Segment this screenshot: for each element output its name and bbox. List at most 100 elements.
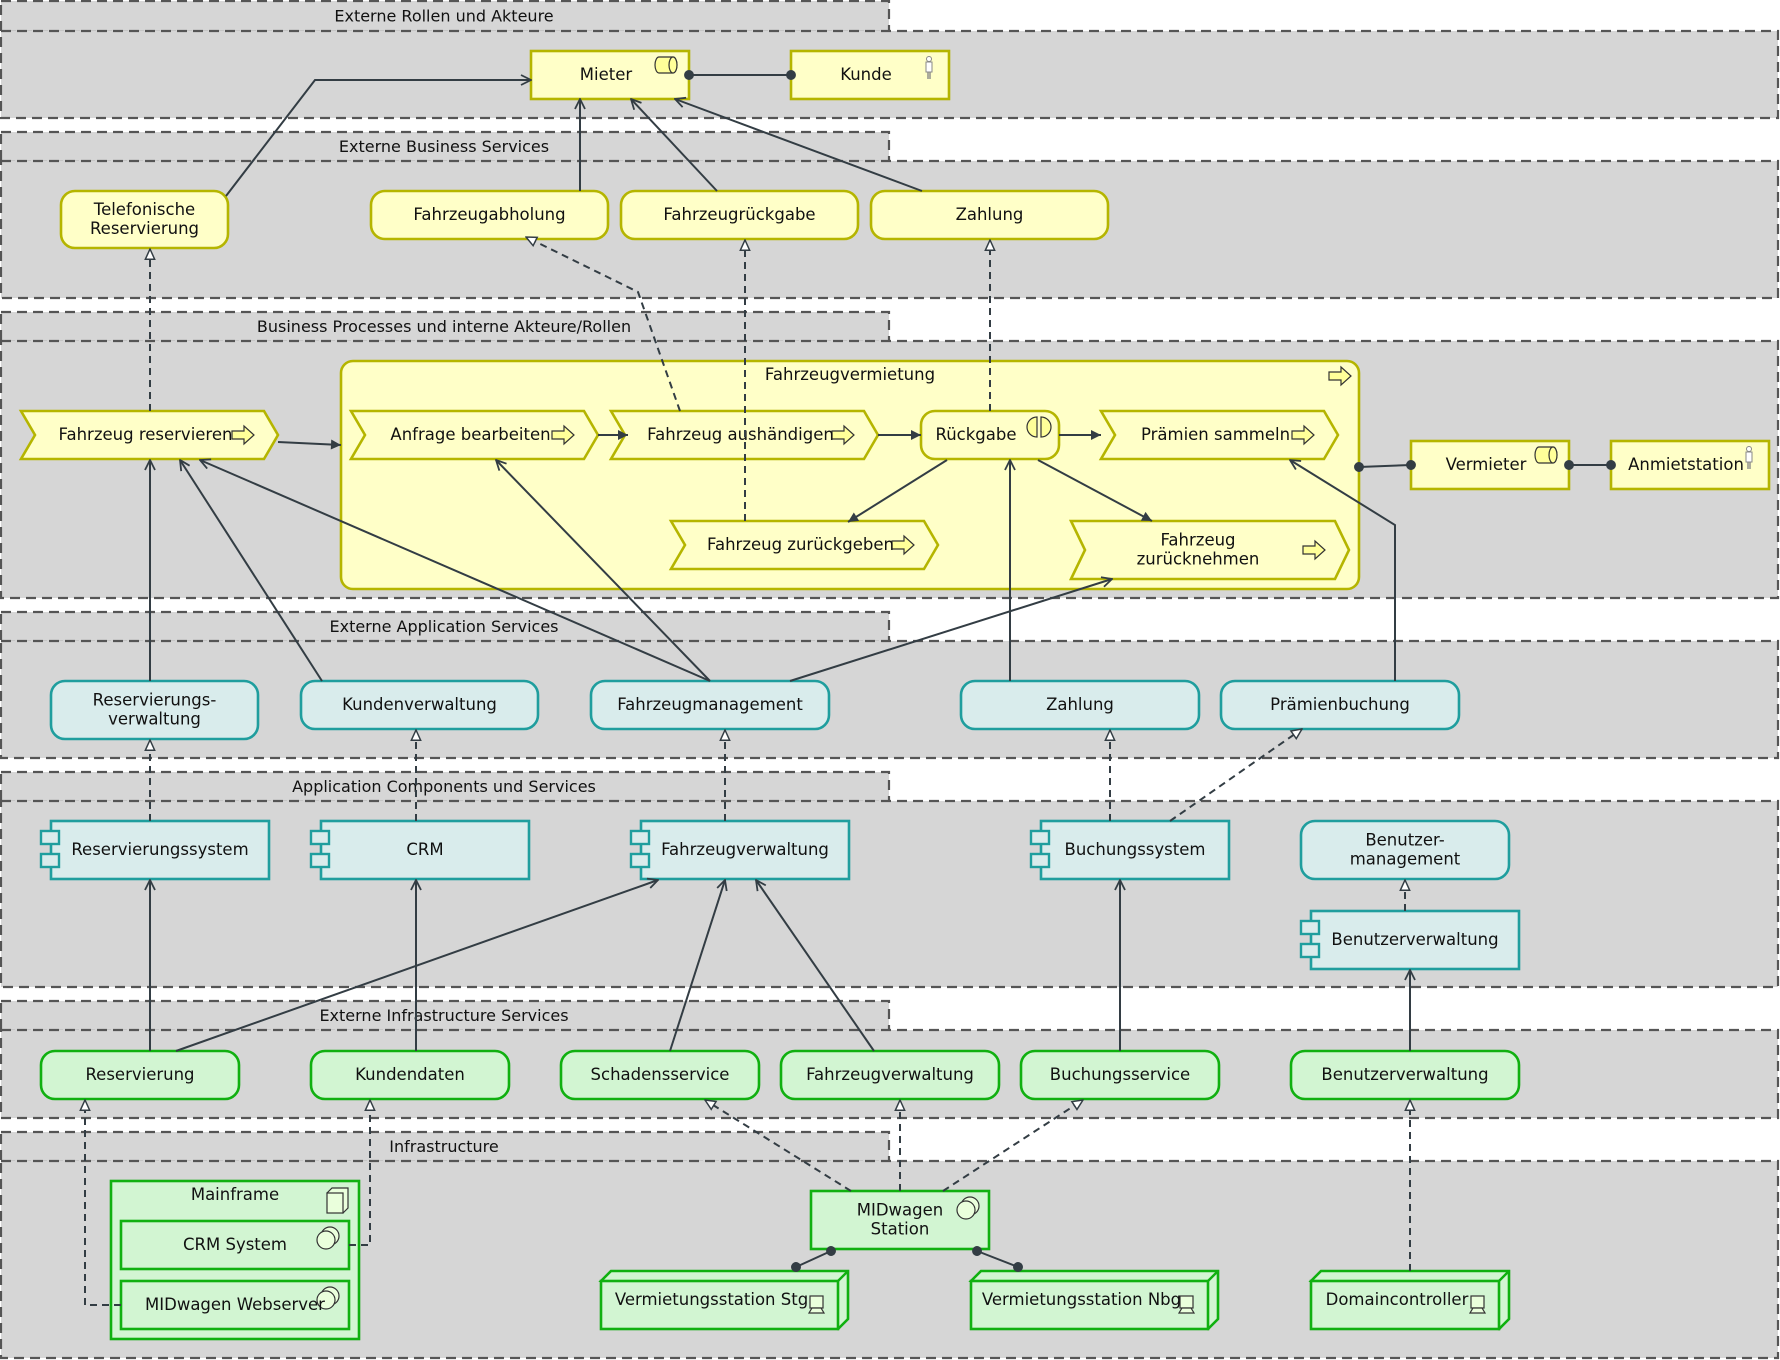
- node-fahrzeugmanagement[interactable]: Fahrzeugmanagement: [589, 679, 831, 731]
- relation-triggering-rueckgabe-to-fahrzeug-zuruecknehmen[interactable]: [1037, 459, 1153, 522]
- relation-realization-midwagen-station-to-schadensservice[interactable]: [705, 1100, 852, 1192]
- relation-triggering-fahrzeug-reservieren-to-fahrzeugvermietung[interactable]: [277, 439, 342, 450]
- node-label: Buchungssystem: [1065, 840, 1206, 859]
- node-benutzerverwaltung-infra[interactable]: Benutzerverwaltung: [1289, 1049, 1521, 1101]
- node-label: Mainframe: [191, 1185, 279, 1204]
- relation-used-by-fahrzeugmanagement-to-fahrzeug-zuruecknehmen[interactable]: [789, 579, 1112, 682]
- node-zahlung-biz[interactable]: Zahlung: [869, 189, 1110, 241]
- interaction-icon: [1026, 416, 1052, 438]
- node-label: Prämien sammeln: [1141, 425, 1290, 444]
- process-arrow-icon: [1291, 424, 1315, 446]
- node-reservierungsverwaltung[interactable]: Reservierungs-verwaltung: [49, 679, 260, 741]
- node-label: Vermieter: [1446, 455, 1527, 474]
- node-rueckgabe[interactable]: Rückgabe: [919, 409, 1061, 461]
- node-fahrzeugrueckgabe[interactable]: Fahrzeugrückgabe: [619, 189, 860, 241]
- process-arrow-icon: [231, 424, 255, 446]
- device-computer-icon: [1468, 1295, 1487, 1314]
- node-crm-system[interactable]: CRM System: [119, 1219, 351, 1271]
- node-shape: [369, 189, 610, 241]
- node-shape: [1098, 409, 1340, 461]
- relation-used-by-kundenverwaltung-to-fahrzeug-reservieren[interactable]: [180, 460, 323, 682]
- node-shape: [1309, 1279, 1501, 1331]
- node-label: Vermietungsstation Nbg: [982, 1290, 1181, 1309]
- relation-assignment-midwagen-station-to-vermietungsstation-stg[interactable]: [791, 1246, 836, 1272]
- node-shape: [18, 409, 280, 461]
- node-vermieter[interactable]: Vermieter: [1409, 439, 1571, 491]
- system-software-icon: [316, 1226, 340, 1250]
- relation-assignment-midwagen-station-to-vermietungsstation-nbg[interactable]: [972, 1246, 1023, 1272]
- node-reservierungssystem[interactable]: Reservierungssystem: [39, 819, 271, 881]
- node-label: Benutzerverwaltung: [1331, 930, 1498, 949]
- relation-used-by-schadensservice-to-fahrzeugverwaltung-app[interactable]: [669, 880, 725, 1052]
- node-kundenverwaltung[interactable]: Kundenverwaltung: [299, 679, 540, 731]
- node-praemienbuchung[interactable]: Prämienbuchung: [1219, 679, 1461, 731]
- node-label: Benutzer-management: [1350, 830, 1461, 868]
- node-label: Benutzerverwaltung: [1321, 1065, 1488, 1084]
- relation-used-by-fahrzeugmanagement-to-fahrzeug-reservieren[interactable]: [200, 460, 711, 682]
- node-midwagen-webserver[interactable]: MIDwagen Webserver: [119, 1279, 351, 1331]
- node-buchungssystem[interactable]: Buchungssystem: [1029, 819, 1231, 881]
- node-kundendaten[interactable]: Kundendaten: [309, 1049, 511, 1101]
- node-shape: [779, 1049, 1001, 1101]
- relation-realization-midwagen-webserver-to-reservierung-infra[interactable]: [85, 1100, 121, 1306]
- node-label: Reservierung: [85, 1065, 194, 1084]
- node-buchungsservice[interactable]: Buchungsservice: [1019, 1049, 1221, 1101]
- layer-title: Externe Infrastructure Services: [319, 1006, 568, 1025]
- node-kunde[interactable]: Kunde: [789, 49, 951, 101]
- node-benutzerverwaltung-app[interactable]: Benutzerverwaltung: [1299, 909, 1521, 971]
- relation-used-by-fahrzeugrueckgabe-to-mieter[interactable]: [631, 99, 718, 192]
- relation-used-by-tel-reservierung-to-mieter[interactable]: [225, 80, 531, 197]
- node-label: Domaincontroller: [1326, 1290, 1469, 1309]
- node-anmietstation[interactable]: Anmietstation: [1609, 439, 1771, 491]
- node-fahrzeugverwaltung-app[interactable]: Fahrzeugverwaltung: [629, 819, 851, 881]
- node-praemien-sammeln[interactable]: Prämien sammeln: [1098, 409, 1340, 461]
- node-schadensservice[interactable]: Schadensservice: [559, 1049, 761, 1101]
- relation-realization-midwagen-station-to-buchungsservice[interactable]: [942, 1100, 1083, 1192]
- node-fahrzeug-zurueckgeben[interactable]: Fahrzeug zurückgeben: [668, 519, 940, 571]
- relation-used-by-zahlung-biz-to-mieter[interactable]: [675, 99, 923, 192]
- component-icon: [629, 829, 651, 869]
- node-label: Fahrzeug zurückgeben: [707, 535, 894, 554]
- node-shape: [559, 1049, 761, 1101]
- node-domaincontroller[interactable]: Domaincontroller: [1308, 1269, 1511, 1331]
- node-label: Reservierungssystem: [71, 840, 248, 859]
- node-vermietungsstation-nbg[interactable]: Vermietungsstation Nbg: [968, 1269, 1220, 1331]
- node-label: Fahrzeug reservieren: [59, 425, 233, 444]
- node-zahlung-app[interactable]: Zahlung: [959, 679, 1201, 731]
- node-fahrzeugverwaltung-infra[interactable]: Fahrzeugverwaltung: [779, 1049, 1001, 1101]
- component-icon: [1029, 829, 1051, 869]
- node-fahrzeugabholung[interactable]: Fahrzeugabholung: [369, 189, 610, 241]
- relation-used-by-fahrzeugmanagement-to-anfrage-bearbeiten[interactable]: [496, 460, 711, 682]
- node-label: Schadensservice: [591, 1065, 730, 1084]
- system-software-icon: [956, 1196, 980, 1220]
- relation-realization-buchungssystem-to-praemienbuchung[interactable]: [1169, 729, 1302, 822]
- relation-realization-fahrzeug-aushaendigen-to-fahrzeugabholung[interactable]: [526, 236, 681, 412]
- actor-figure-icon: [925, 56, 933, 79]
- relation-realization-crm-system-to-kundendaten[interactable]: [349, 1100, 370, 1246]
- node-reservierung-infra[interactable]: Reservierung: [39, 1049, 241, 1101]
- node-label: Fahrzeug aushändigen: [647, 425, 834, 444]
- device-computer-icon: [807, 1295, 826, 1314]
- node-mieter[interactable]: Mieter: [529, 49, 691, 101]
- node-shape: [1299, 819, 1511, 881]
- node-crm[interactable]: CRM: [309, 819, 531, 881]
- node-anfrage-bearbeiten[interactable]: Anfrage bearbeiten: [348, 409, 600, 461]
- relation-assignment-fahrzeugvermietung-to-vermieter[interactable]: [1354, 460, 1416, 472]
- node-fahrzeug-reservieren[interactable]: Fahrzeug reservieren: [18, 409, 280, 461]
- node-vermietungsstation-stg[interactable]: Vermietungsstation Stg: [598, 1269, 850, 1331]
- node-label: Kundenverwaltung: [342, 695, 497, 714]
- node-shape: [119, 1279, 351, 1331]
- node-benutzermanagement[interactable]: Benutzer-management: [1299, 819, 1511, 881]
- relation-used-by-fahrzeugverwaltung-infra-to-fahrzeugverwaltung-app[interactable]: [756, 880, 875, 1052]
- node-shape: [119, 1219, 351, 1271]
- relation-used-by-praemienbuchung-to-praemien-sammeln[interactable]: [1290, 460, 1396, 681]
- node-label: Fahrzeugvermietung: [765, 365, 935, 384]
- node-shape: [869, 189, 1110, 241]
- relation-triggering-rueckgabe-to-fahrzeug-zurueckgeben[interactable]: [847, 459, 948, 523]
